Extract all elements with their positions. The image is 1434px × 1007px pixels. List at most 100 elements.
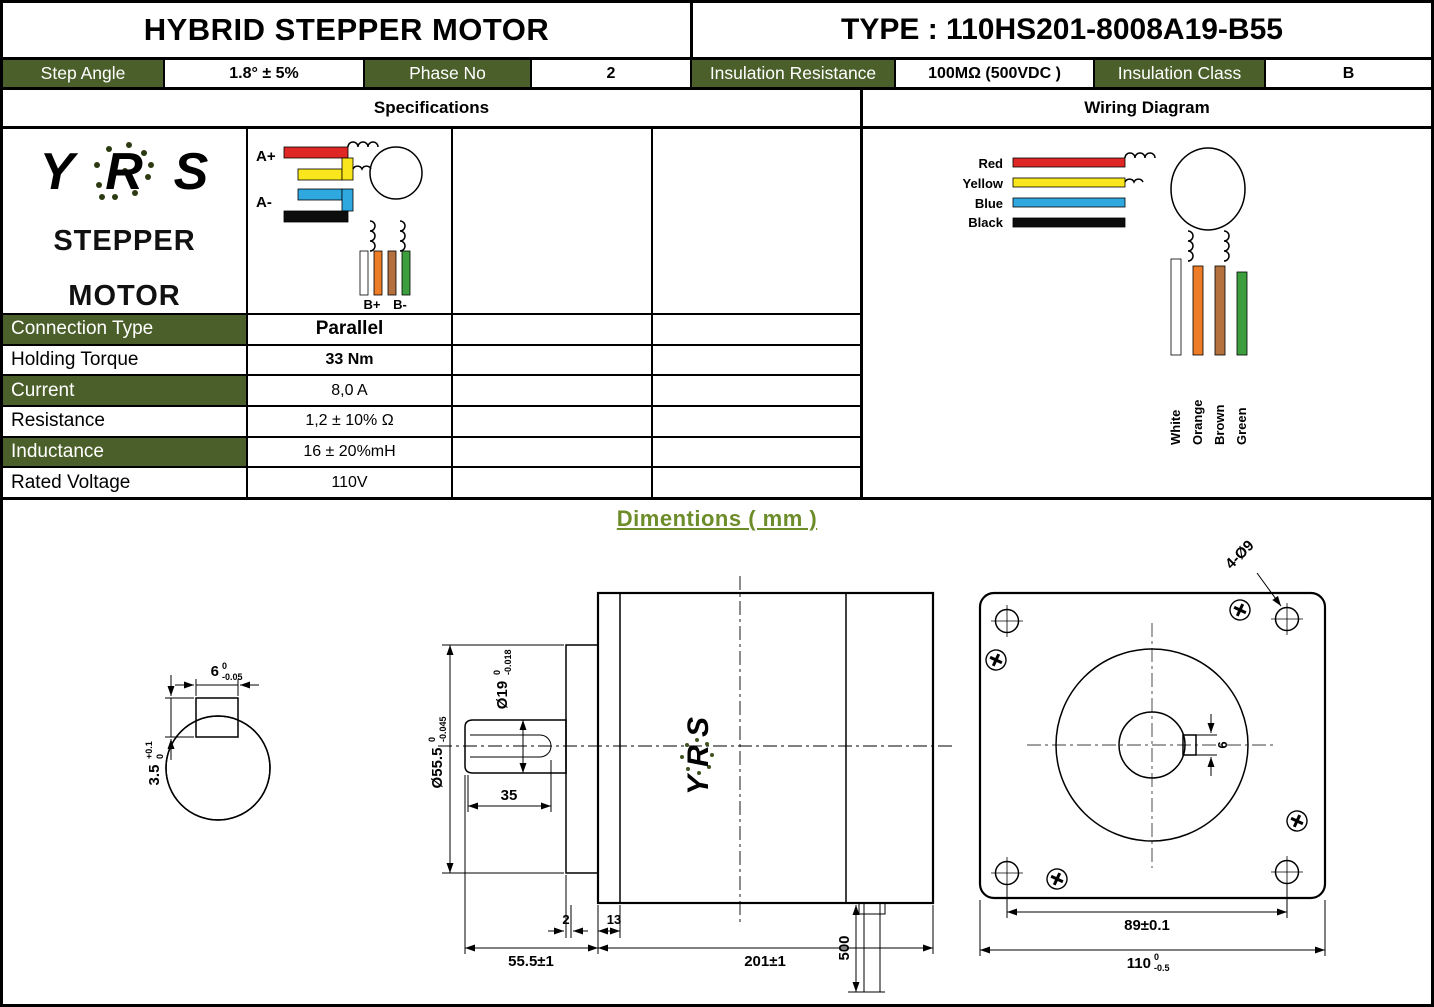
dim-body-width-tol-bot: -0.5 xyxy=(1154,963,1170,973)
dim-hole-pitch: 89±0.1 xyxy=(1124,917,1170,934)
spec-row-connection-type: Connection Type Parallel xyxy=(3,315,860,346)
spec-value: 16 ± 20%mH xyxy=(248,437,453,467)
empty-cell xyxy=(453,315,653,344)
dim-flat-width: 6 xyxy=(211,663,219,680)
divider xyxy=(3,497,1431,500)
logo-letter-y: Y xyxy=(39,143,78,201)
phase-no-value: 2 xyxy=(532,60,692,87)
spec-label: Inductance xyxy=(3,437,248,467)
spec-row-rated-voltage: Rated Voltage 110V xyxy=(3,468,860,498)
dimension-lines xyxy=(442,644,934,993)
step-angle-label: Step Angle xyxy=(3,60,165,87)
dim-cable-length: 500 xyxy=(836,935,853,960)
dimensions-title-wrap: Dimentions ( mm ) xyxy=(3,506,1431,532)
shaft xyxy=(464,719,567,774)
dim-shaft-dia-tol-top: 0 xyxy=(492,670,502,675)
dim-shaft-dia-group: Ø19 0 -0.018 xyxy=(492,649,513,709)
key-slot xyxy=(1182,734,1197,756)
flange-outline xyxy=(978,591,1327,900)
insulation-resistance-value: 100MΩ (500VDC ) xyxy=(896,60,1095,87)
spec-label: Resistance xyxy=(3,407,248,436)
spec-value: 33 Nm xyxy=(248,345,453,375)
insulation-resistance-label: Insulation Resistance xyxy=(692,60,896,87)
empty-cell xyxy=(653,346,860,375)
pilot-boss xyxy=(565,644,599,874)
spec-value: 8,0 A xyxy=(248,376,453,406)
spec-row-resistance: Resistance 1,2 ± 10% Ω xyxy=(3,407,860,438)
dim-boss-dia-group: Ø55.5 0 -0.045 xyxy=(428,716,448,788)
watermark-dots xyxy=(680,738,714,775)
svg-text:Blue: Blue xyxy=(975,196,1003,211)
specifications-heading: Specifications xyxy=(3,90,863,126)
spec-value: 110V xyxy=(248,468,453,498)
dim-boss-lip: 2 xyxy=(562,912,569,927)
dim-boss-dia: Ø55.5 xyxy=(429,748,446,789)
empty-cell xyxy=(653,438,860,467)
dim-flat-width-tol-bot: -0.05 xyxy=(222,672,243,682)
spec-rows: Connection Type Parallel Holding Torque … xyxy=(3,315,860,498)
lead-bars-small xyxy=(359,250,411,296)
svg-text:Green: Green xyxy=(1234,407,1249,445)
watermark-letter-r: R xyxy=(682,745,715,767)
dim-body-width: 110 xyxy=(1127,955,1151,972)
phase-schematic-cell: A+ A- xyxy=(248,129,453,313)
empty-cell xyxy=(453,437,653,467)
empty-cell xyxy=(653,468,860,497)
phase-wires xyxy=(283,146,354,223)
b-minus-label: B- xyxy=(393,297,407,312)
empty-cell xyxy=(453,468,653,498)
motor-type-title: TYPE : 110HS201-8008A19-B55 xyxy=(841,13,1283,46)
phase-no-label: Phase No xyxy=(365,60,532,87)
svg-text:Red: Red xyxy=(978,156,1003,171)
shaft-section-drawing: 6 0 -0.05 3.5 +0.1 0 xyxy=(144,661,271,821)
dim-flat-width-tol-top: 0 xyxy=(222,661,227,671)
lead-labels: White Orange Brown Green xyxy=(1168,399,1249,445)
spec-label: Holding Torque xyxy=(3,345,248,375)
wiring-diagram-cell: Red Yellow Blue Black xyxy=(863,129,1431,497)
dim-body-length: 201±1 xyxy=(744,953,786,970)
front-view-drawing: 6 89±0.1 110 0 -0.5 4-Ø9 xyxy=(978,537,1327,973)
dim-mounting-holes: 4-Ø9 xyxy=(1222,537,1258,573)
dim-key-width: 6 xyxy=(1215,741,1230,748)
spec-row-inductance: Inductance 16 ± 20%mH xyxy=(3,437,860,469)
empty-cell xyxy=(653,129,860,313)
svg-text:Yellow: Yellow xyxy=(963,176,1004,191)
pilot-circle xyxy=(1055,648,1249,842)
a-plus-label: A+ xyxy=(256,148,276,165)
shaft-hole xyxy=(1118,711,1186,779)
svg-text:Orange: Orange xyxy=(1190,399,1205,445)
keyway-notch xyxy=(195,697,239,738)
b-plus-label: B+ xyxy=(364,297,381,312)
dim-flat-depth-tol-bot: 0 xyxy=(155,754,165,759)
wiring-diagram: Red Yellow Blue Black xyxy=(963,147,1249,445)
shaft-flat xyxy=(470,734,552,758)
empty-cell xyxy=(453,376,653,406)
spec-label: Rated Voltage xyxy=(3,468,248,498)
mounting-holes xyxy=(991,603,1303,889)
section-header-row: Specifications Wiring Diagram xyxy=(3,90,1431,129)
logo-letter-r: R xyxy=(105,143,143,201)
page-title: HYBRID STEPPER MOTOR xyxy=(3,3,693,57)
phase-coils xyxy=(347,141,379,171)
dim-shaft-dia: Ø19 xyxy=(494,681,511,709)
parameter-strip: Step Angle 1.8° ± 5% Phase No 2 Insulati… xyxy=(3,57,1431,90)
dim-endcap: 13 xyxy=(607,912,621,927)
empty-cell xyxy=(453,407,653,436)
spec-value: 1,2 ± 10% Ω xyxy=(248,407,453,436)
motor-body xyxy=(596,591,935,905)
logo-letter-s: S xyxy=(173,143,208,201)
specifications-table: Y R S STEPPER MOTOR A+ A- xyxy=(3,129,863,498)
rotor-circle xyxy=(369,146,423,200)
svg-text:Brown: Brown xyxy=(1212,405,1227,446)
dim-shaft-dia-tol-bot: -0.018 xyxy=(503,649,513,675)
empty-cell xyxy=(453,345,653,375)
dimensions-title: Dimentions ( mm ) xyxy=(616,506,818,531)
rotor-circle xyxy=(1170,147,1246,231)
empty-cell xyxy=(653,407,860,436)
brand-cell: Y R S STEPPER MOTOR xyxy=(3,129,248,313)
watermark-letter-s: S xyxy=(682,717,715,737)
dim-flat-depth: 3.5 xyxy=(146,765,163,786)
svg-text:Black: Black xyxy=(968,215,1003,230)
dimensions-section: Dimentions ( mm ) xyxy=(3,500,1431,1004)
